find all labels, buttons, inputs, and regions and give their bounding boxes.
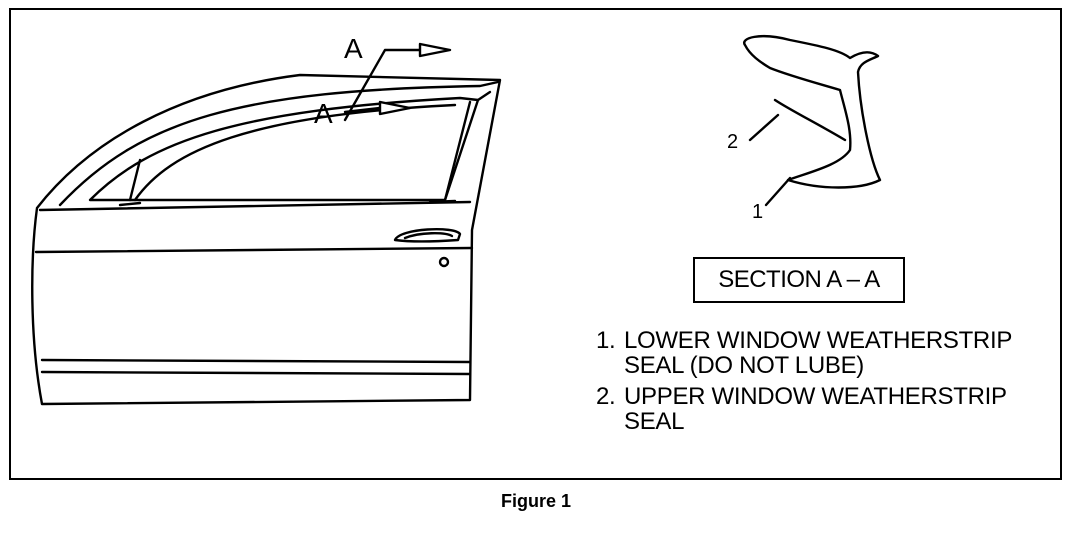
seal-cross-section <box>743 35 882 189</box>
side-molding-top <box>40 358 472 364</box>
door-handle <box>393 228 462 243</box>
legend-text: UPPER WINDOW WEATHERSTRIP SEAL <box>624 383 1007 435</box>
window-frame-inner <box>88 96 480 202</box>
section-marker-lower: A <box>314 98 333 129</box>
legend-item: 1. LOWER WINDOW WEATHERSTRIP SEAL (DO NO… <box>596 328 1056 378</box>
legend-number: 1. <box>596 327 616 354</box>
section-marker-upper: A <box>344 33 363 64</box>
door-outline <box>31 73 502 406</box>
legend-text: LOWER WINDOW WEATHERSTRIP SEAL (DO NOT L… <box>624 327 1012 379</box>
belt-line <box>38 200 472 212</box>
callout-2: 2 <box>727 131 739 153</box>
legend-number: 2. <box>596 383 616 410</box>
upper-crease <box>34 246 474 254</box>
figure-frame <box>9 8 1062 480</box>
side-molding-bottom <box>40 370 472 376</box>
figure-caption: Figure 1 <box>500 491 571 511</box>
door-lock <box>438 256 450 268</box>
legend: 1. LOWER WINDOW WEATHERSTRIP SEAL (DO NO… <box>596 328 1056 440</box>
callout-1: 1 <box>752 201 764 223</box>
section-title-box: SECTION A – A <box>693 257 905 303</box>
legend-item: 2. UPPER WINDOW WEATHERSTRIP SEAL <box>596 384 1056 434</box>
window-frame-outer <box>58 80 500 207</box>
section-title: SECTION A – A <box>718 266 880 293</box>
